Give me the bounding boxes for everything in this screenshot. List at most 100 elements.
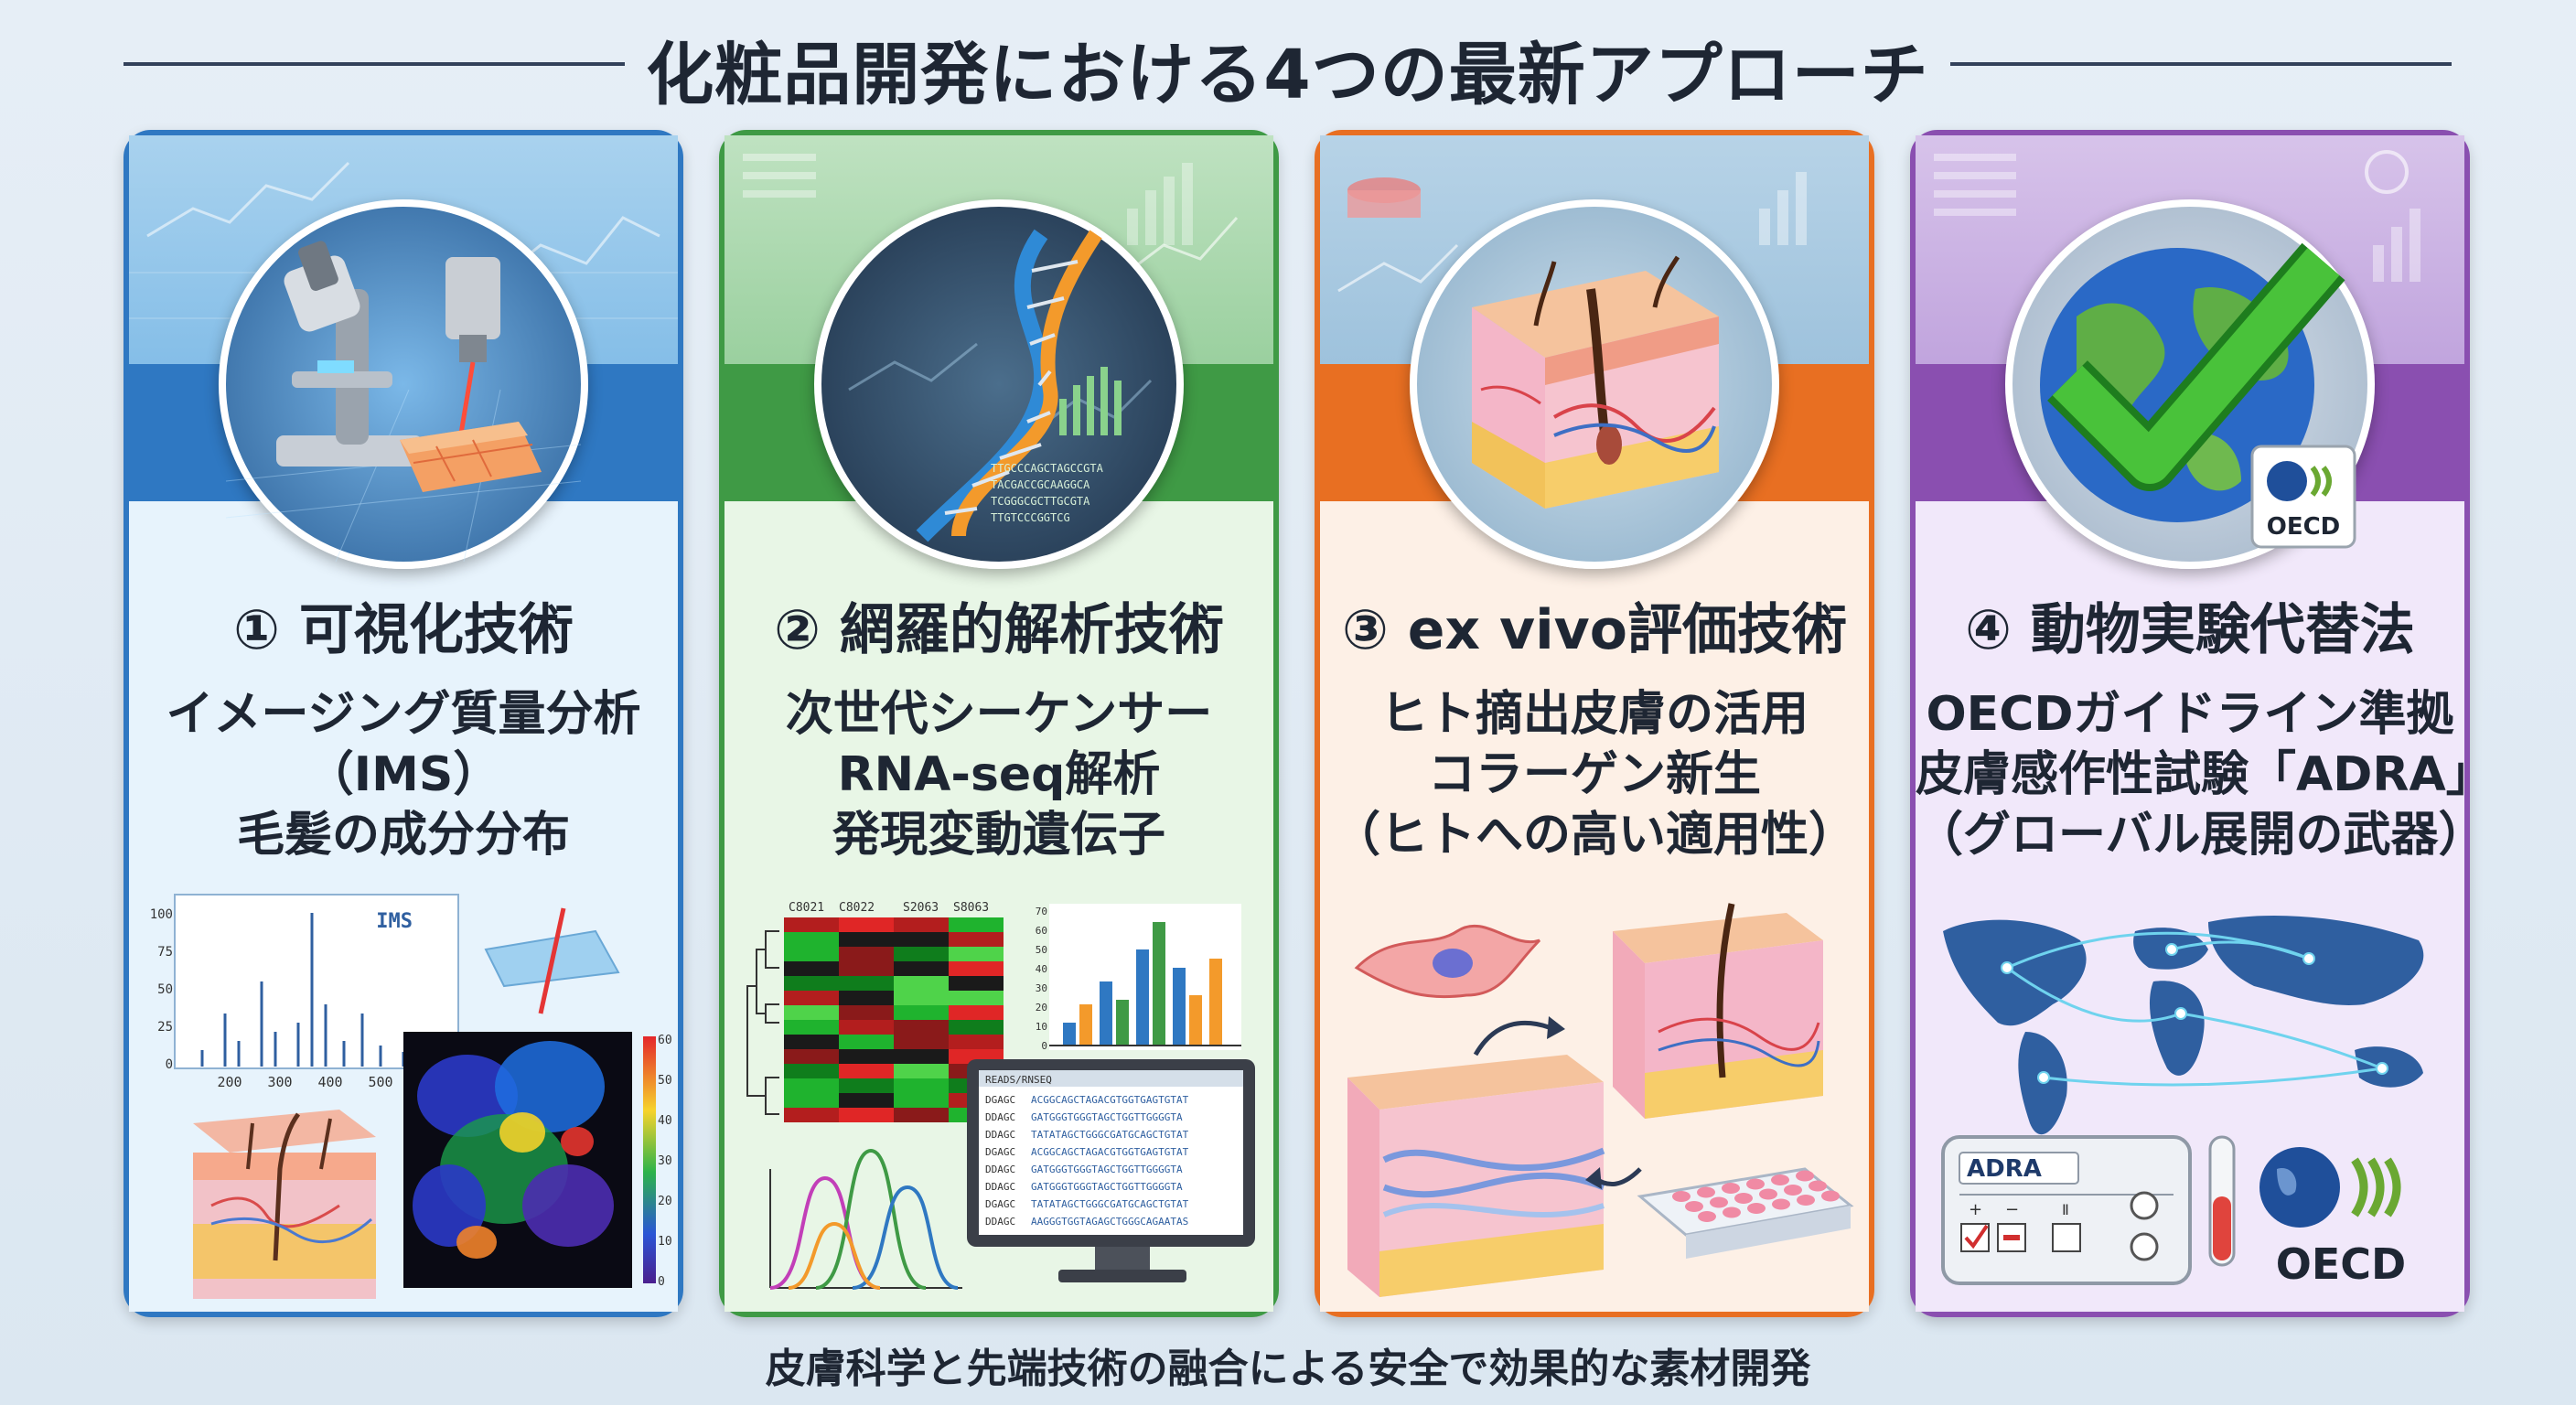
heatmap-cell	[894, 1005, 949, 1020]
card-heading: ② 網羅的解析技術	[774, 598, 1224, 662]
culture-well	[1821, 1190, 1840, 1202]
heatmap-cell	[784, 1064, 839, 1078]
card-heading: ④ 動物実験代替法	[1965, 598, 2415, 662]
heatmap-cell	[784, 917, 839, 932]
heatmap-cell	[949, 1005, 1004, 1020]
oecd-badge-label: OECD	[2267, 513, 2341, 541]
scale-tick: 20	[658, 1195, 672, 1208]
card-description: ヒト摘出皮膚の活用 コラーゲン新生 （ヒトへの高い適用性）	[1320, 684, 1869, 865]
bar-tick: 20	[1036, 1002, 1047, 1014]
heatmap-cell	[894, 961, 949, 976]
background-graph-decor	[743, 154, 1239, 274]
culture-well	[1784, 1185, 1802, 1196]
heatmap-cell	[839, 1005, 894, 1020]
bar-tick: 70	[1036, 906, 1047, 917]
monitor-row-seq: GATGGGTGGGTAGCTGGTTGGGGTA	[1031, 1164, 1183, 1175]
adra-illustration: ADRA + − Ⅱ OECD	[1941, 915, 2424, 1289]
card-description: 次世代シーケンサー RNA-seq解析 発現変動遺伝子	[724, 684, 1273, 865]
heatmap-cell	[784, 991, 839, 1005]
dendrogram	[746, 930, 779, 1115]
peak-chart	[769, 1148, 962, 1290]
dna-sequence-text: TCGGGCGCTTGCGTA	[991, 495, 1090, 508]
background-graph-decor	[1934, 150, 2420, 282]
x-tick: 200	[217, 1074, 242, 1090]
heatmap-col-label: C8021	[789, 901, 824, 915]
heatmap-cell	[839, 1020, 894, 1035]
card-line: （IMS）	[306, 747, 501, 802]
monitor-row-id: DDAGC	[985, 1129, 1015, 1141]
adra-test-device: ADRA + − Ⅱ	[1941, 1135, 2192, 1285]
world-map	[1943, 915, 2424, 1135]
fibroblast-cell	[1354, 924, 1541, 999]
heatmap-cell	[894, 947, 949, 961]
scale-tick: 60	[658, 1034, 672, 1047]
card-line: （グローバル展開の武器）	[1916, 808, 2486, 863]
globe-checkmark-illustration: OECD	[2005, 199, 2375, 569]
culture-well	[1746, 1178, 1765, 1190]
ims-illustration: IMS 100 75 50 25 0 200 300 400 500	[150, 894, 672, 1299]
monitor-row-id: DDAGC	[985, 1216, 1015, 1228]
card-line: ヒト摘出皮膚の活用	[1379, 687, 1809, 742]
scale-tick: 30	[658, 1154, 672, 1168]
culture-well	[1697, 1186, 1715, 1198]
bar-series	[1063, 922, 1222, 1046]
ims-heatmap-blobs	[413, 1041, 614, 1259]
scale-tick: 10	[658, 1235, 672, 1249]
dna-sequence-text: TTGTCCCGGTCG	[991, 511, 1070, 524]
heatmap-cell	[784, 1078, 839, 1093]
culture-well	[1710, 1196, 1728, 1208]
heatmap-cell	[839, 917, 894, 932]
heatmap-cell	[949, 917, 1004, 932]
culture-well	[1759, 1188, 1777, 1200]
monitor-row-id: DGAGC	[985, 1198, 1015, 1210]
heatmap-cell	[839, 932, 894, 947]
monitor-row-seq: ACGGCAGCTAGACGTGGTGAGTGTAT	[1031, 1146, 1189, 1158]
monitor-row-seq: TATATAGCTGGGCGATGCAGCTGTAT	[1031, 1129, 1189, 1141]
y-tick: 75	[157, 945, 173, 960]
heatmap-cell	[894, 1093, 949, 1108]
card-line: （ヒトへの高い適用性）	[1332, 808, 1856, 863]
dna-illustration: TTGCCCAGCTAGCCGTA TACGACCGCAAGGCA TCGGGC…	[814, 199, 1184, 569]
color-scale	[643, 1036, 656, 1283]
heatmap-cell	[839, 961, 894, 976]
heatmap-col-label: S2063	[903, 901, 939, 915]
heatmap-cell	[949, 991, 1004, 1005]
heatmap-cell	[839, 1064, 894, 1078]
device-label: ADRA	[1967, 1155, 2042, 1183]
monitor-row-id: DDAGC	[985, 1181, 1015, 1193]
oecd-logo-label: OECD	[2276, 1239, 2406, 1289]
heatmap-cell	[894, 917, 949, 932]
page-header: 化粧品開発における4つの最新アプローチ	[0, 16, 2576, 117]
monitor-row-seq: GATGGGTGGGTAGCTGGTTGGGGTA	[1031, 1181, 1183, 1193]
culture-well	[1723, 1207, 1741, 1218]
card-line: イメージング質量分析	[166, 687, 641, 742]
heatmap-cell	[949, 976, 1004, 991]
connection-lines	[2006, 931, 2383, 1087]
card-description: OECDガイドライン準拠 皮膚感作性試験「ADRA」 （グローバル展開の武器）	[1916, 684, 2494, 865]
heatmap-cell	[784, 1049, 839, 1064]
culture-well	[1722, 1183, 1740, 1194]
check-icon	[2052, 247, 2340, 484]
heatmap-cell	[784, 976, 839, 991]
microscope-illustration	[219, 199, 588, 569]
culture-well	[1796, 1170, 1814, 1182]
culture-well-plate	[1637, 1167, 1854, 1259]
heatmap-cell	[894, 991, 949, 1005]
heatmap-cell	[839, 976, 894, 991]
skin-cube-illustration	[1410, 199, 1779, 569]
rnaseq-illustration: C8021 C8022 S2063 S8063 70 60 50 40 30 2…	[746, 901, 1255, 1290]
connection-nodes	[2001, 943, 2388, 1084]
heatmap-cell	[949, 961, 1004, 976]
monitor-row-seq: ACGGCAGCTAGACGTGGTGAGTGTAT	[1031, 1094, 1189, 1106]
title-rule-right	[1950, 62, 2452, 66]
heatmap-cell	[839, 1093, 894, 1108]
culture-well	[1771, 1174, 1789, 1185]
heatmap-cell	[894, 1020, 949, 1035]
monitor-row-seq: GATGGGTGGGTAGCTGGTTGGGGTA	[1031, 1111, 1183, 1123]
card-line: RNA-seq解析	[837, 747, 1161, 802]
scale-tick: 0	[658, 1275, 665, 1289]
monitor-row-seq: TATATAGCTGGGCGATGCAGCTGTAT	[1031, 1198, 1189, 1210]
laser-line	[538, 907, 566, 1014]
bar-tick: 30	[1036, 982, 1047, 994]
